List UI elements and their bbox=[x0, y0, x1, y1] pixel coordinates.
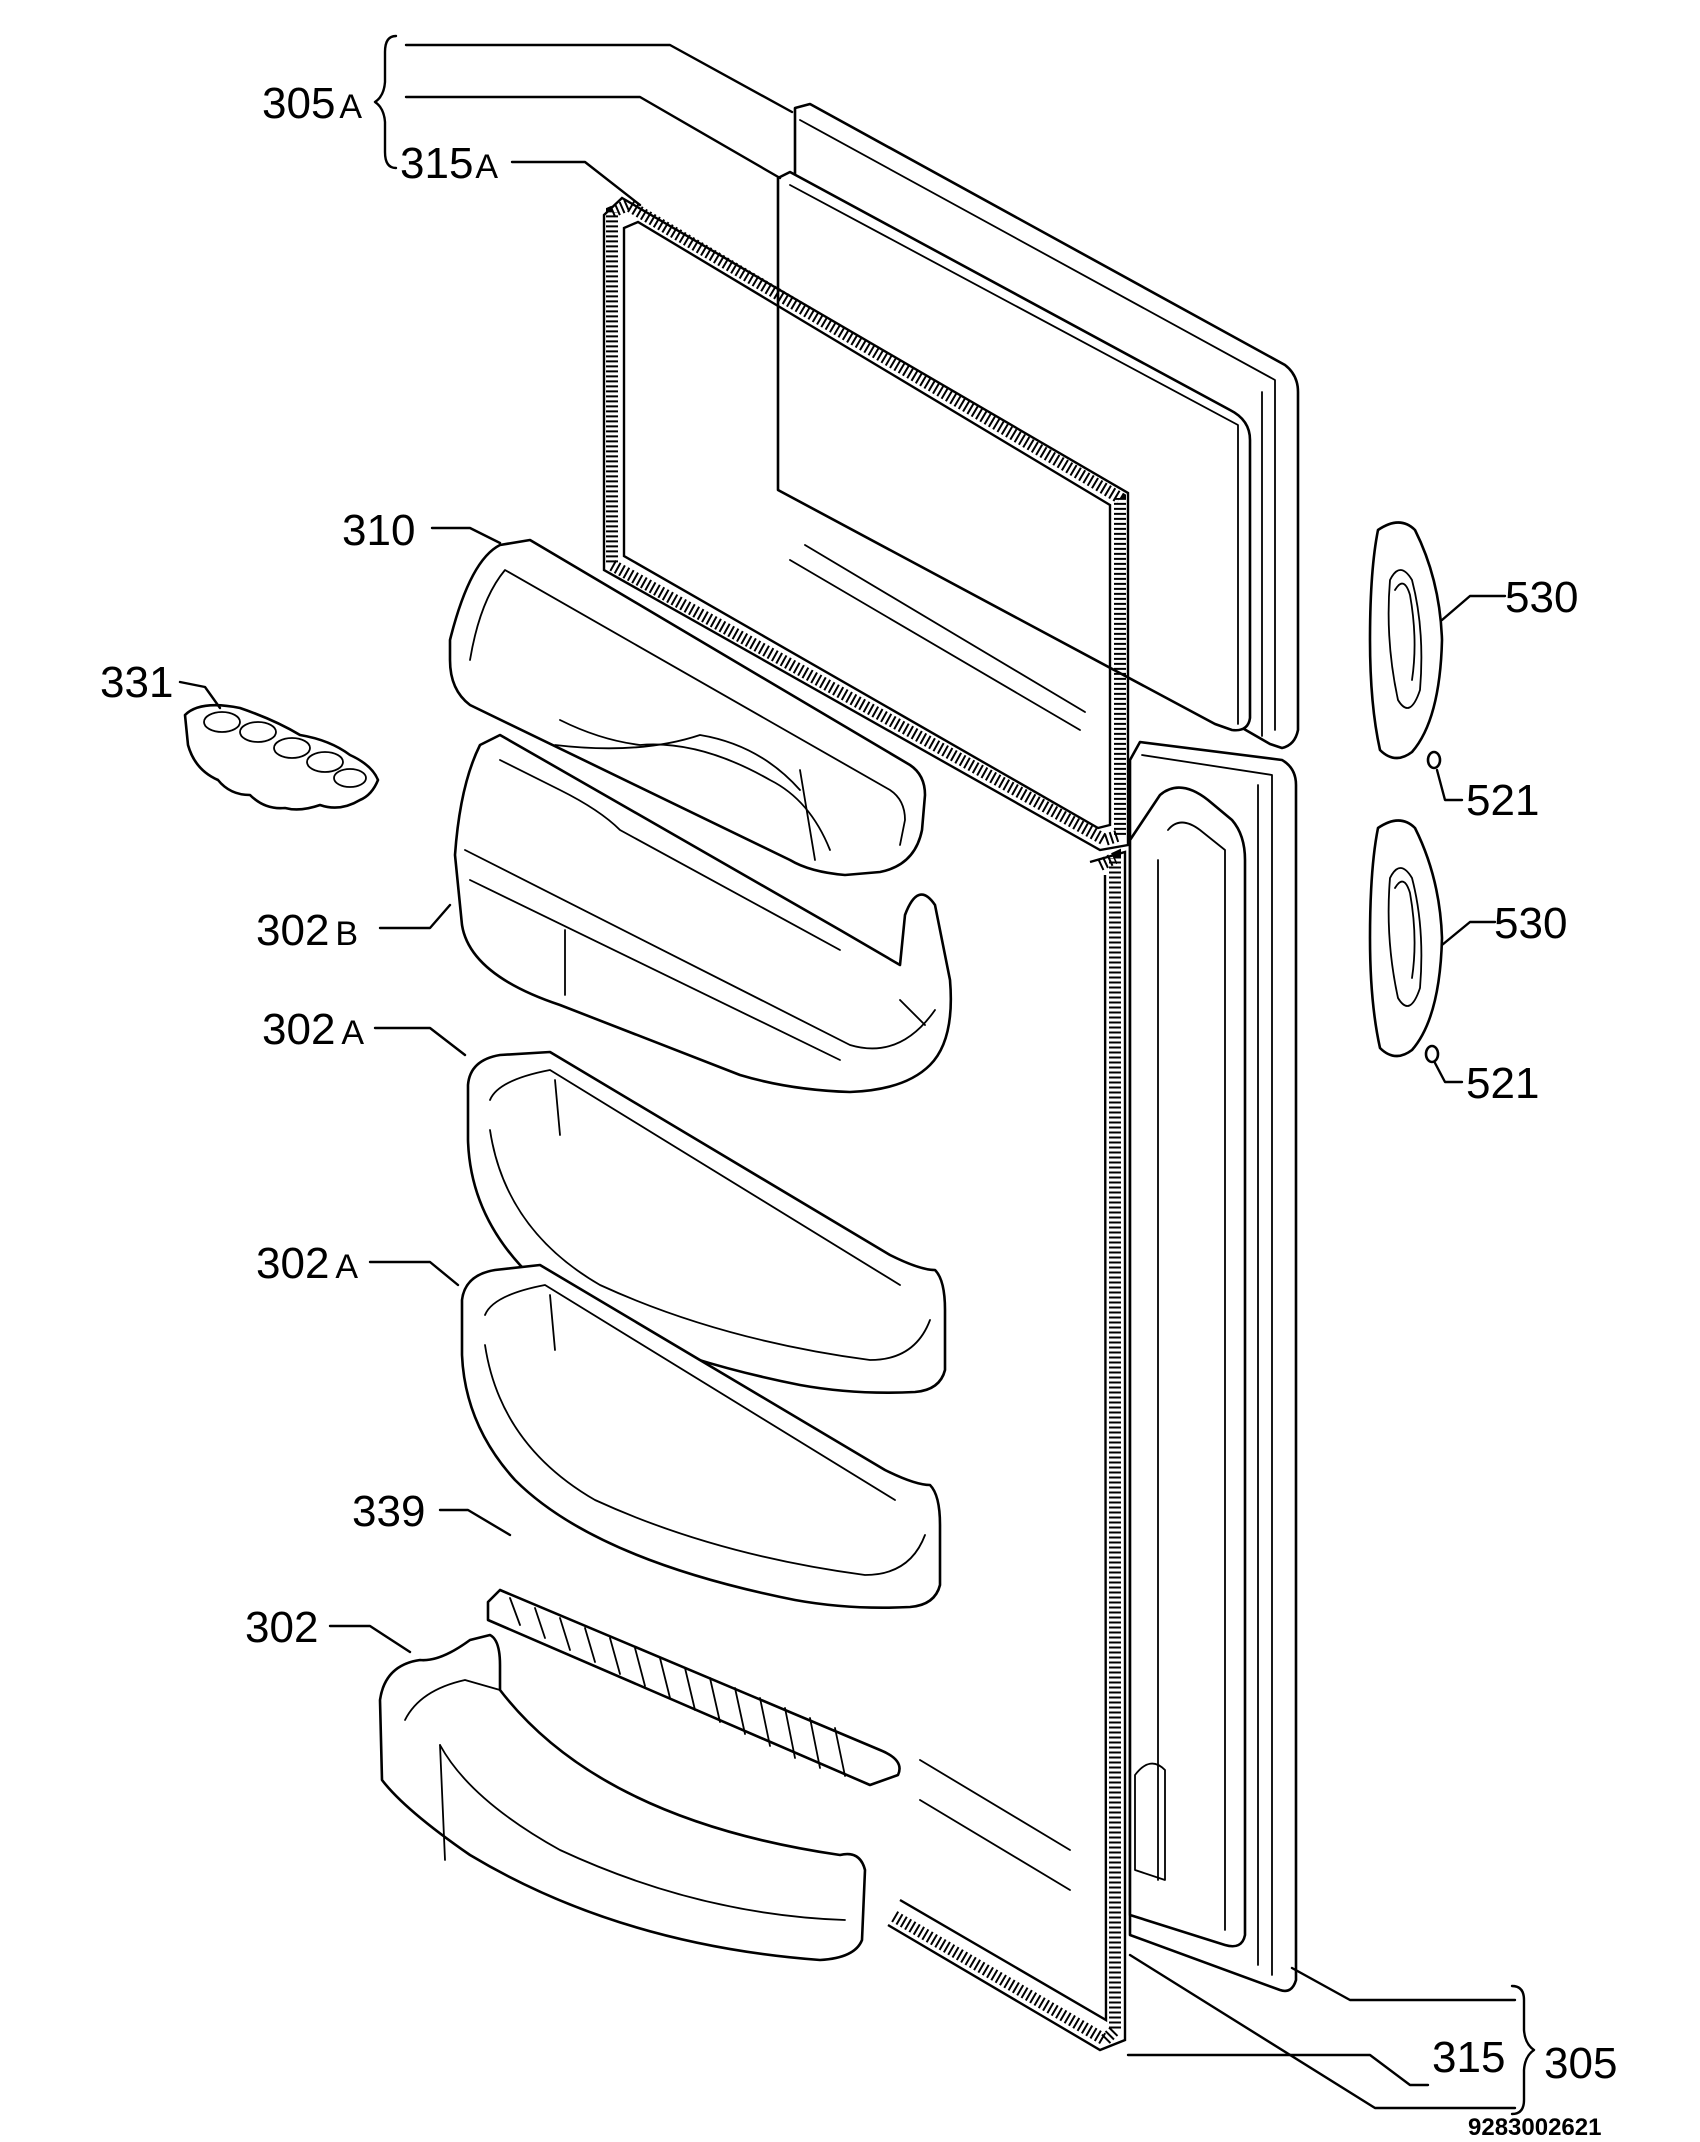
lower-door-gasket bbox=[887, 848, 1127, 2052]
part-339-bottle-rack bbox=[486, 1588, 901, 1787]
leader-310 bbox=[430, 526, 502, 545]
label-315: 315 bbox=[1432, 2033, 1505, 2082]
leader-302a-2 bbox=[368, 1260, 460, 1287]
part-302a-lower-shelf bbox=[460, 1263, 942, 1609]
leader-521-1 bbox=[1435, 768, 1464, 802]
leader-315 bbox=[1126, 2053, 1430, 2087]
leader-339 bbox=[438, 1508, 512, 1537]
label-339: 339 bbox=[352, 1487, 425, 1536]
label-521-1: 521 bbox=[1466, 776, 1539, 825]
leader-302 bbox=[328, 1624, 412, 1654]
leader-315a bbox=[510, 160, 642, 207]
label-305: 305 bbox=[1544, 2039, 1617, 2088]
leader-315-top bbox=[1290, 1966, 1517, 2002]
leader-305-bottom bbox=[1128, 1953, 1517, 2110]
lower-door-inner-panel bbox=[1128, 786, 1247, 1948]
leader-305a-mid bbox=[404, 95, 782, 180]
document-number: 9283002621 bbox=[1468, 2114, 1601, 2141]
leader-530-1 bbox=[1440, 594, 1507, 622]
brace-305a bbox=[373, 34, 398, 170]
part-302-bottle-shelf bbox=[378, 1633, 867, 1962]
leader-305a-top bbox=[404, 43, 794, 114]
label-331: 331 bbox=[100, 658, 173, 707]
label-310: 310 bbox=[342, 506, 415, 555]
leader-302b bbox=[378, 903, 452, 930]
label-530-2: 530 bbox=[1494, 899, 1567, 948]
part-530-hinge-cover-upper bbox=[1368, 521, 1444, 760]
part-310-dairy-lid bbox=[448, 538, 927, 877]
upper-door-inner-panel bbox=[776, 170, 1252, 732]
leader-530-2 bbox=[1440, 920, 1497, 947]
part-521-plug-lower bbox=[1424, 1044, 1440, 1064]
upper-door-gasket bbox=[602, 196, 1130, 852]
part-521-plug-upper bbox=[1426, 750, 1442, 770]
part-530-hinge-cover-lower bbox=[1368, 819, 1444, 1058]
leader-331 bbox=[178, 680, 222, 710]
label-521-2: 521 bbox=[1466, 1059, 1539, 1108]
leader-302a-1 bbox=[373, 1026, 467, 1057]
leader-521-2 bbox=[1433, 1061, 1464, 1084]
label-302: 302 bbox=[245, 1603, 318, 1652]
brace-305 bbox=[1510, 1984, 1536, 2116]
part-331-egg-tray bbox=[183, 703, 380, 811]
label-315a: 315A bbox=[400, 139, 498, 188]
part-302b-balcony bbox=[453, 733, 953, 1094]
label-530-1: 530 bbox=[1505, 573, 1578, 622]
leader-lines bbox=[178, 43, 1517, 2110]
